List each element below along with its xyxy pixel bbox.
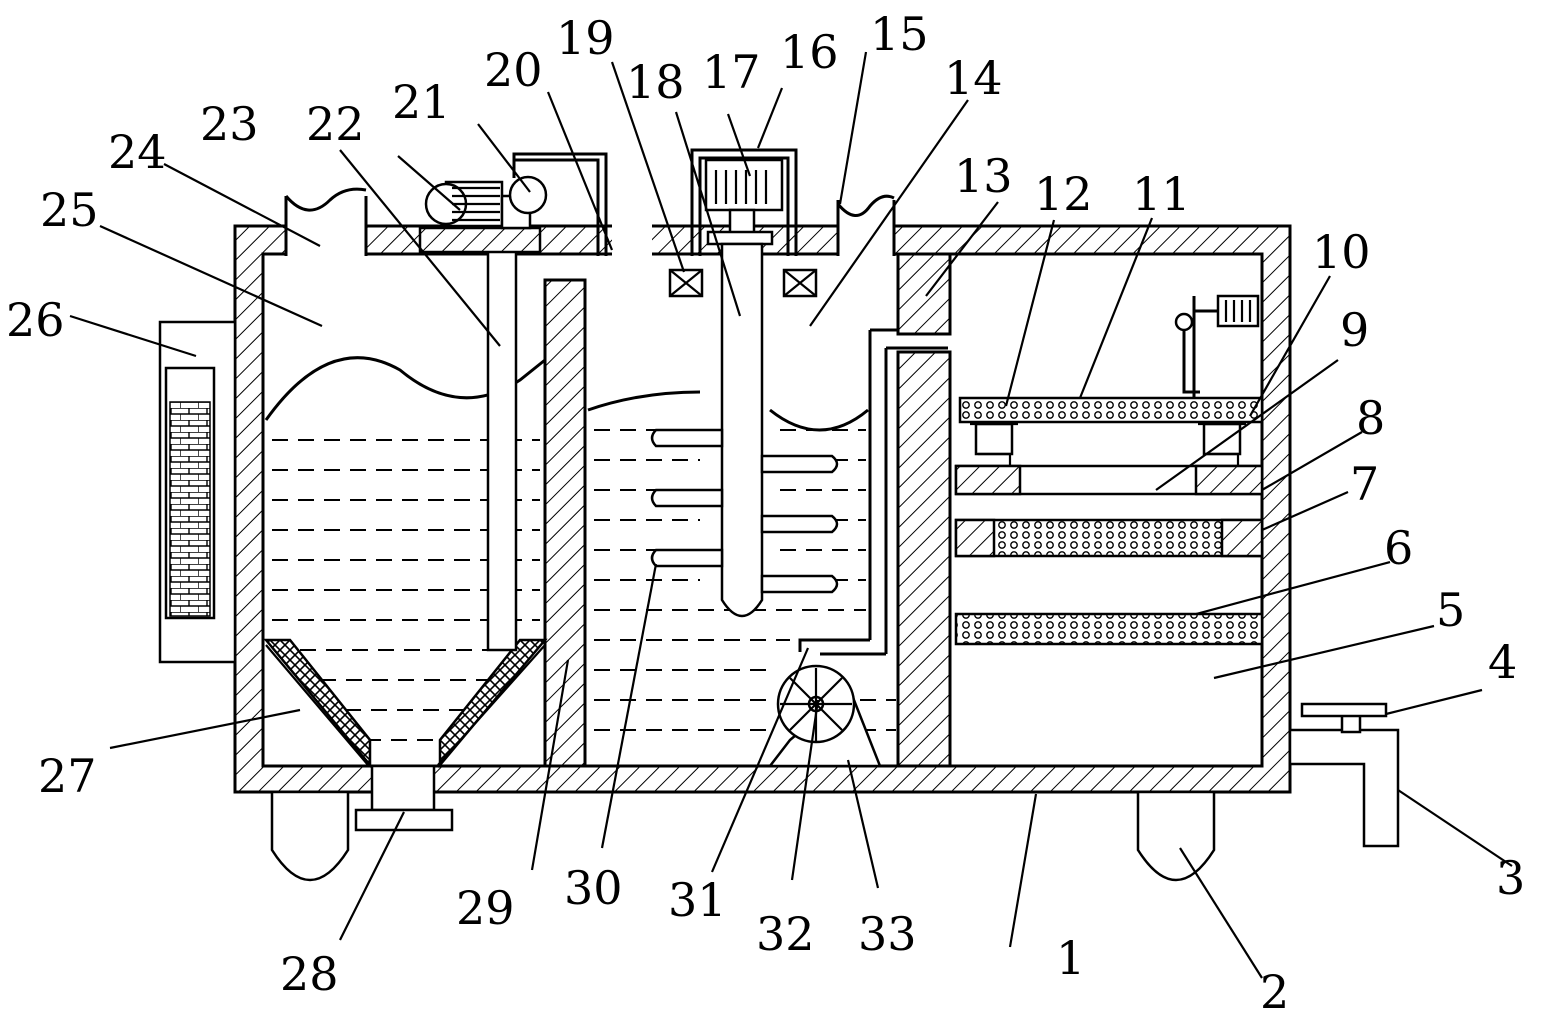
leader-lines	[69, 51, 1513, 979]
callout-17: 17	[702, 45, 761, 99]
callout-14: 14	[944, 51, 1003, 105]
callout-labels: 1 2 3 4 5 6 7 8 9 10 11 12 13 14 15 16 1…	[6, 7, 1525, 1018]
callout-33: 33	[858, 907, 917, 961]
callout-25: 25	[40, 183, 99, 237]
circulation-pump	[767, 664, 882, 768]
drain-valve	[354, 764, 454, 832]
callout-13: 13	[954, 149, 1013, 203]
callout-1: 1	[1056, 931, 1085, 985]
callout-21: 21	[392, 75, 451, 129]
callout-31: 31	[668, 873, 727, 927]
callout-20: 20	[484, 43, 543, 97]
callout-23: 23	[200, 97, 259, 151]
callout-9: 9	[1340, 303, 1369, 357]
outlet-faucet	[1288, 702, 1400, 848]
callout-2: 2	[1260, 965, 1289, 1018]
callout-16: 16	[780, 25, 839, 79]
callout-18: 18	[626, 55, 685, 109]
callout-10: 10	[1312, 225, 1371, 279]
callout-19: 19	[556, 11, 615, 65]
callout-29: 29	[456, 881, 515, 935]
callout-4: 4	[1488, 635, 1517, 689]
left-chamber	[263, 226, 587, 769]
outlet-pipe	[836, 194, 896, 256]
callout-30: 30	[564, 861, 623, 915]
callout-27: 27	[38, 749, 97, 803]
stirrer-motor	[650, 148, 839, 618]
liquid-dashes-left	[272, 439, 540, 741]
callout-32: 32	[756, 907, 815, 961]
callout-7: 7	[1350, 457, 1379, 511]
callout-6: 6	[1384, 521, 1413, 575]
dosing-pump	[418, 152, 608, 256]
level-gauge	[158, 320, 237, 664]
callout-5: 5	[1436, 583, 1465, 637]
callout-3: 3	[1496, 851, 1525, 905]
callout-22: 22	[306, 97, 365, 151]
middle-chamber	[587, 252, 952, 768]
legs	[270, 790, 1216, 882]
callout-8: 8	[1356, 391, 1385, 445]
inlet-pipe	[284, 187, 368, 256]
callout-26: 26	[6, 293, 65, 347]
callout-28: 28	[280, 947, 339, 1001]
callout-24: 24	[108, 125, 167, 179]
callout-12: 12	[1034, 167, 1093, 221]
right-chamber	[954, 294, 1264, 646]
callout-11: 11	[1132, 167, 1191, 221]
callout-15: 15	[870, 7, 929, 61]
